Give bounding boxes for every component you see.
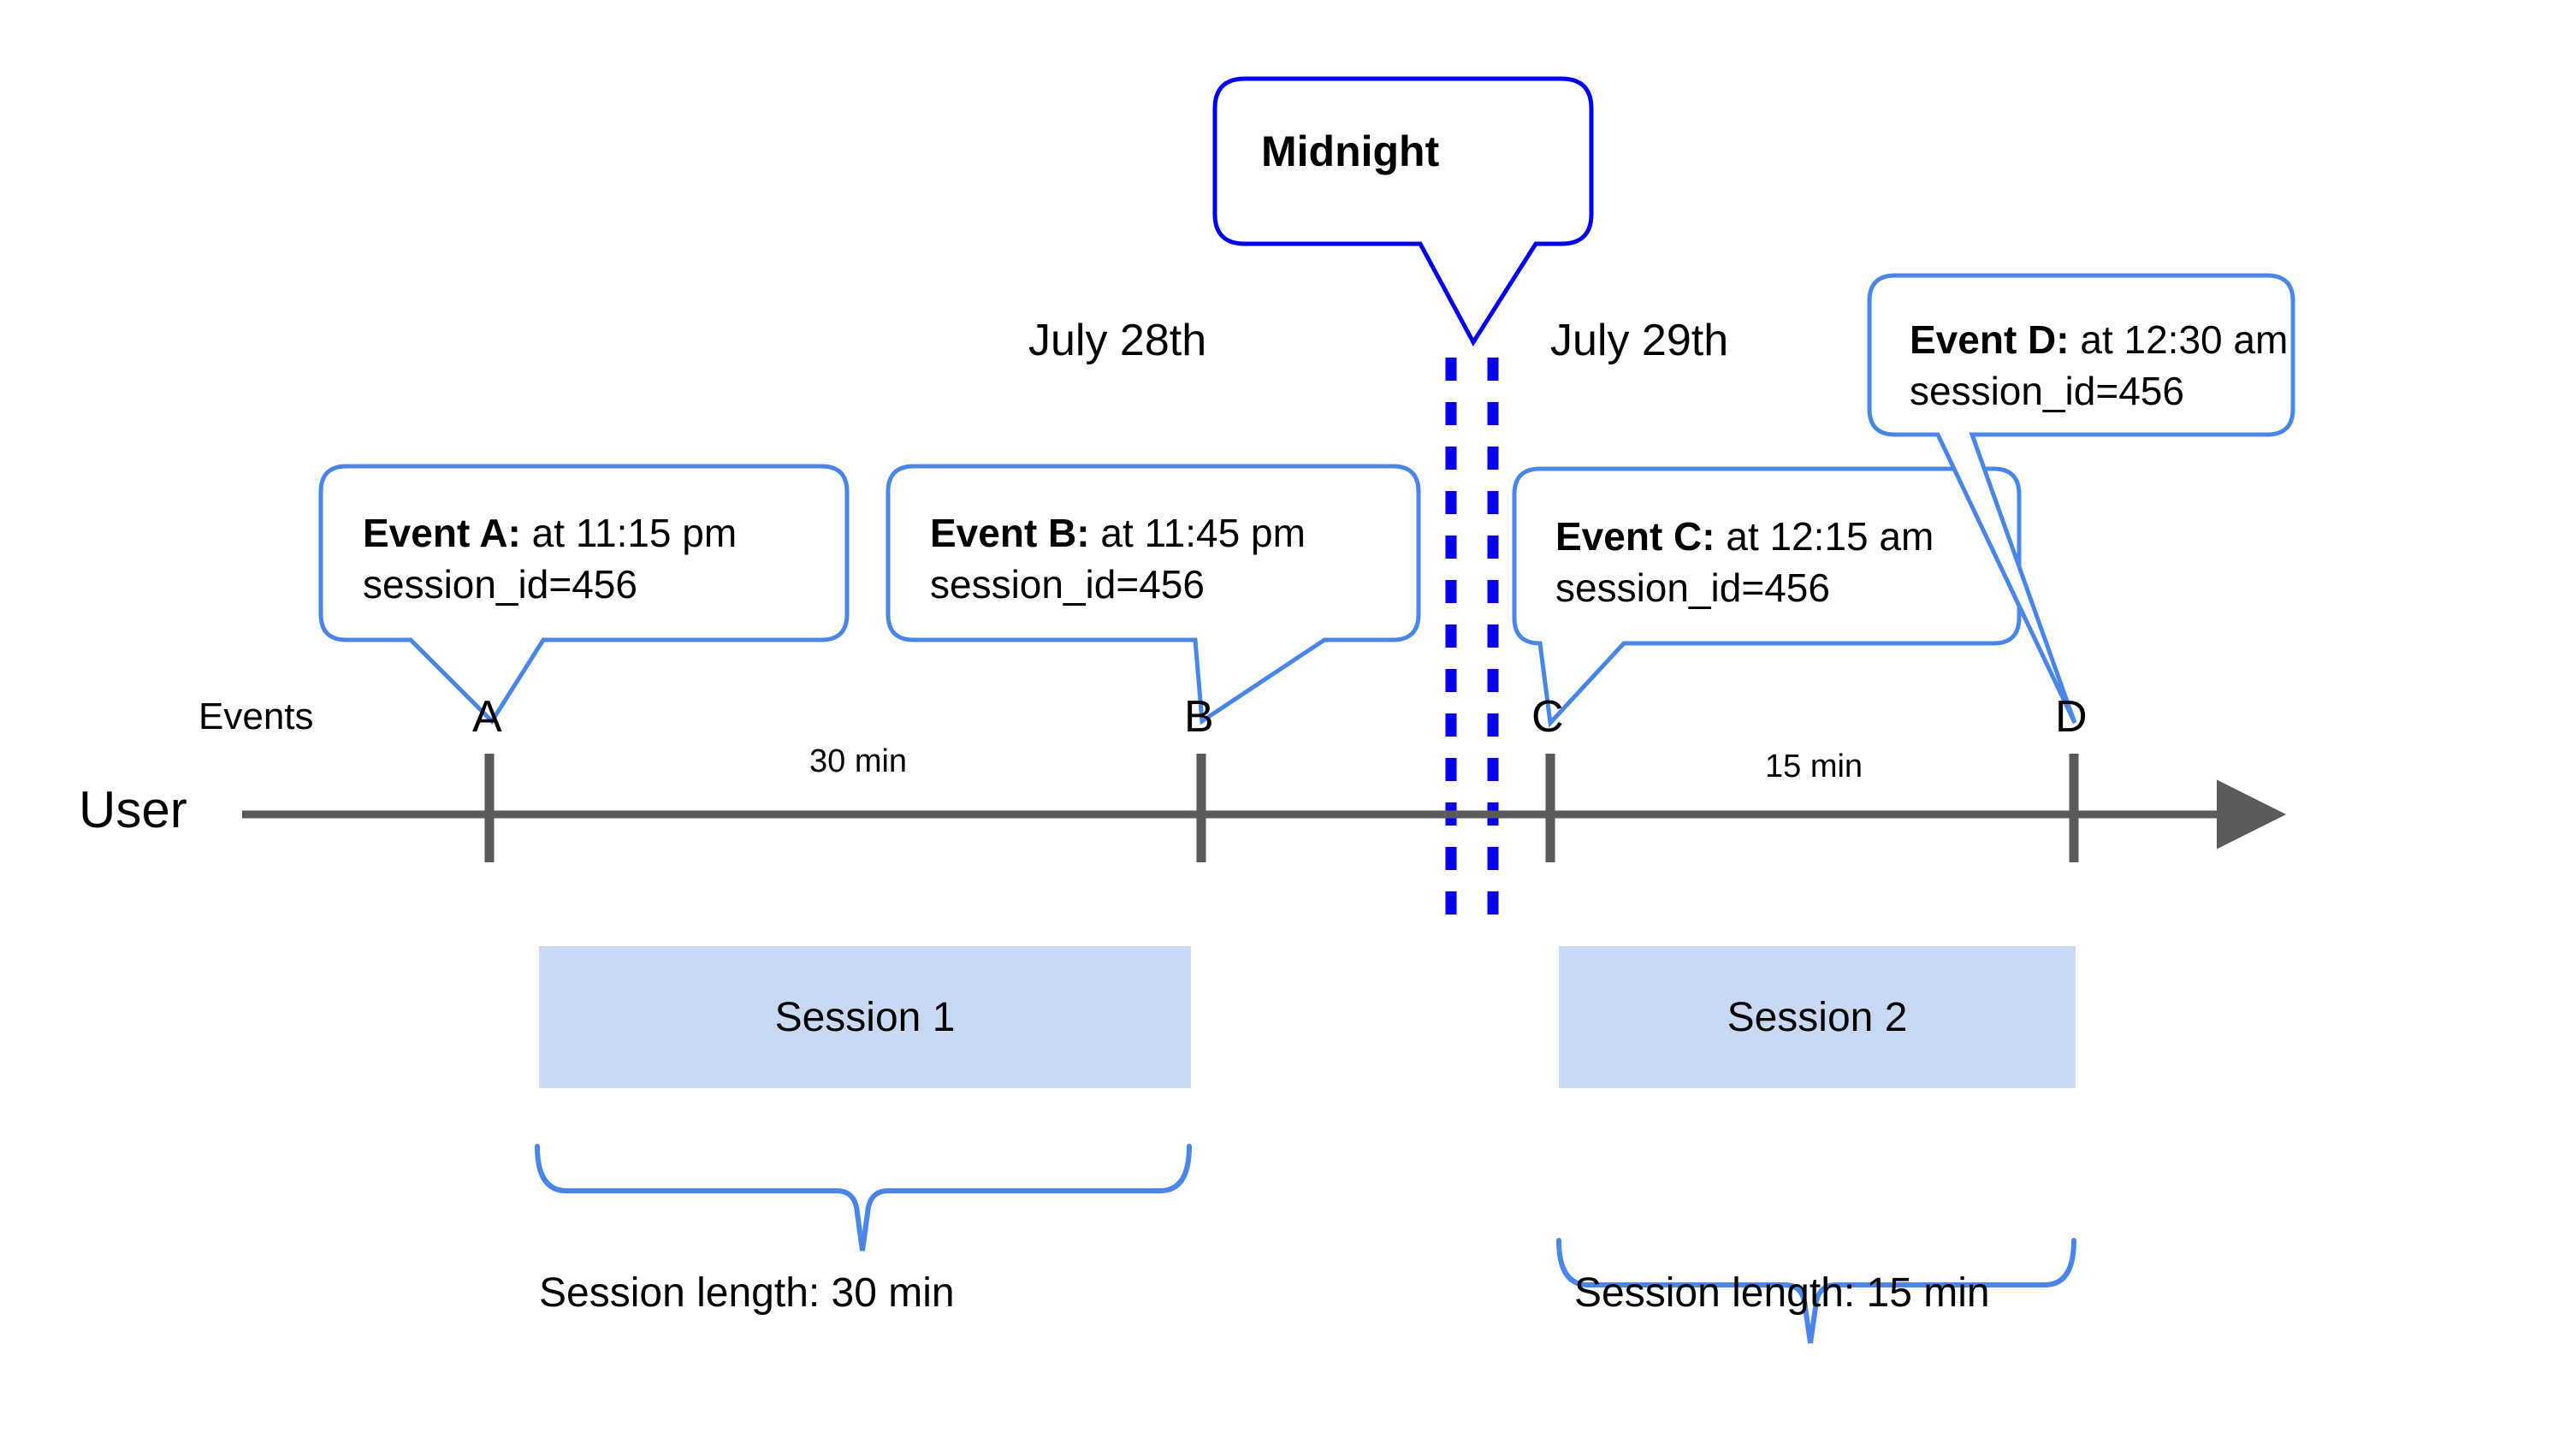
event-a-time: at 11:15 pm — [520, 511, 737, 555]
event-b-time: at 11:45 pm — [1089, 511, 1306, 555]
session-1-length-label: Session length: 30 min — [539, 1270, 955, 1316]
event-b-callout-text: Event B: at 11:45 pm session_id=456 — [930, 508, 1306, 611]
event-d-time: at 12:30 am — [2069, 317, 2289, 362]
events-row-label: Events — [198, 695, 314, 737]
event-d-session: session_id=456 — [1910, 368, 2184, 413]
event-c-time: at 12:15 am — [1715, 514, 1934, 559]
session-1-label: Session 1 — [774, 994, 956, 1040]
event-c-session: session_id=456 — [1555, 565, 1830, 610]
marker-label-d: D — [2055, 692, 2088, 742]
duration-label-a-b: 30 min — [809, 743, 908, 779]
event-a-callout-text: Event A: at 11:15 pm session_id=456 — [363, 508, 737, 611]
midnight-callout-label: Midnight — [1261, 127, 1440, 175]
date-label-july-28: July 28th — [1028, 316, 1207, 365]
session-1-brace — [535, 1144, 1192, 1252]
event-a-session: session_id=456 — [363, 561, 637, 607]
midnight-callout-shape — [1212, 76, 1594, 346]
event-b-session: session_id=456 — [930, 561, 1205, 607]
event-c-name: Event C: — [1555, 514, 1715, 559]
event-b-name: Event B: — [930, 511, 1090, 555]
event-d-name: Event D: — [1910, 317, 2070, 362]
event-d-callout-text: Event D: at 12:30 am session_id=456 — [1910, 315, 2288, 417]
event-c-callout-text: Event C: at 12:15 am session_id=456 — [1555, 512, 1934, 614]
session-2-length-label: Session length: 15 min — [1574, 1270, 1990, 1316]
marker-label-c: C — [1531, 692, 1564, 742]
marker-label-b: B — [1184, 692, 1214, 742]
session-2-label: Session 2 — [1727, 994, 1908, 1040]
session-1-box[interactable]: Session 1 — [539, 946, 1191, 1088]
event-a-name: Event A: — [363, 511, 521, 555]
duration-label-c-d: 15 min — [1765, 749, 1863, 784]
session-2-box[interactable]: Session 2 — [1559, 946, 2076, 1088]
user-row-label: User — [79, 781, 187, 838]
date-label-july-29: July 29th — [1550, 316, 1729, 365]
marker-label-a: A — [472, 692, 502, 742]
